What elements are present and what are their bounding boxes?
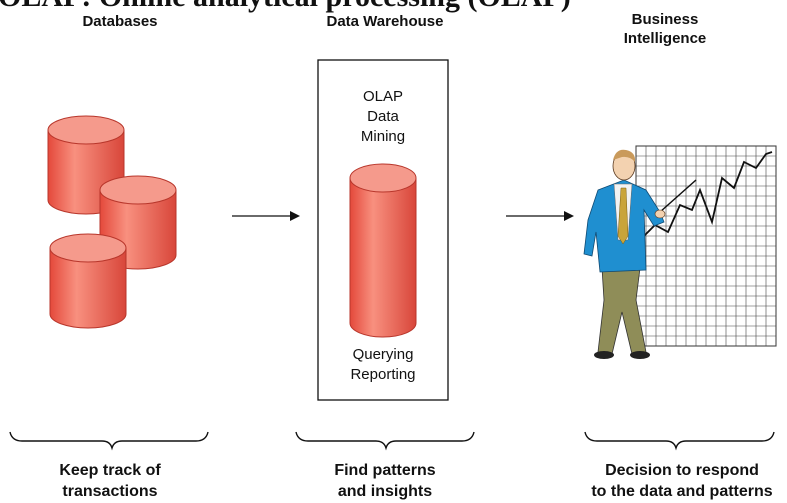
warehouse-header: Data Warehouse xyxy=(326,13,444,30)
label-reporting: Reporting xyxy=(350,366,416,383)
chart-board-icon xyxy=(635,145,777,347)
label-querying: Querying xyxy=(352,346,414,363)
bi-caption: Decision to respond to the data and patt… xyxy=(582,460,782,502)
databases-caption: Keep track of transactions xyxy=(40,460,180,502)
database-cylinder-icon xyxy=(49,233,127,329)
brace-bi xyxy=(584,431,775,451)
label-olap: OLAP xyxy=(362,88,404,105)
arrow-right-icon xyxy=(232,211,300,221)
warehouse-cylinder-icon xyxy=(349,163,417,338)
bi-header: Business Intelligence xyxy=(610,10,720,48)
bi-header-line2: Intelligence xyxy=(623,30,707,47)
bi-caption-line2: to the data and patterns xyxy=(591,483,773,500)
warehouse-caption-line1: Find patterns xyxy=(334,462,436,479)
warehouse-bottom-labels: Querying Reporting xyxy=(330,345,436,385)
warehouse-caption-line2: and insights xyxy=(337,483,433,500)
brace-warehouse xyxy=(295,431,475,451)
label-data: Data xyxy=(367,108,399,125)
bi-header-line1: Business xyxy=(631,11,699,28)
brace-databases xyxy=(9,431,209,451)
bi-caption-line1: Decision to respond xyxy=(605,462,759,479)
warehouse-top-labels: OLAP Data Mining xyxy=(330,87,436,147)
warehouse-caption: Find patterns and insights xyxy=(315,460,455,502)
databases-header: Databases xyxy=(82,13,158,30)
presenter-icon xyxy=(583,149,697,359)
databases-caption-line2: transactions xyxy=(62,483,158,500)
warehouse-box xyxy=(317,59,449,401)
arrow-right-icon xyxy=(506,211,574,221)
databases-caption-line1: Keep track of xyxy=(59,462,161,479)
page-title: OLAP: Online analytical processing (OLAP… xyxy=(0,0,571,14)
label-mining: Mining xyxy=(360,128,406,145)
